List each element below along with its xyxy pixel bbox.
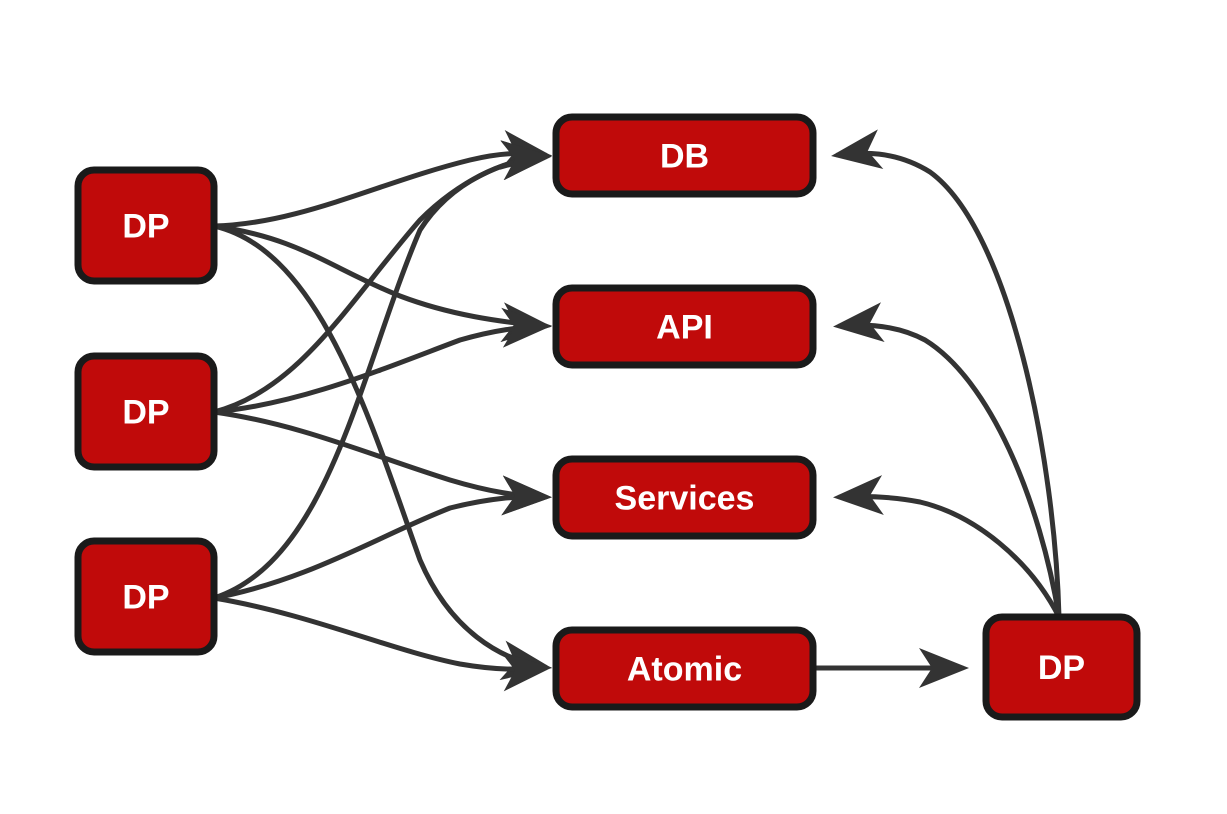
node-box[interactable] bbox=[552, 284, 817, 369]
node-label: Services bbox=[615, 480, 755, 518]
edge-dp-left-2-to-api bbox=[211, 307, 552, 415]
node-label: DP bbox=[122, 208, 169, 246]
node-label: DB bbox=[660, 138, 709, 176]
edge-dp-left-3-to-db bbox=[211, 140, 552, 601]
node-dp-left-1[interactable]: DP bbox=[74, 166, 218, 285]
edge-dp-left-2-to-services bbox=[211, 409, 552, 516]
node-api[interactable]: API bbox=[552, 284, 817, 369]
edge-dp-right-to-api bbox=[833, 302, 1062, 620]
edges-layer bbox=[211, 129, 1062, 692]
node-dp-right[interactable]: DP bbox=[982, 613, 1141, 721]
edge-dp-left-3-to-atomic bbox=[211, 595, 552, 692]
edge-dp-left-1-to-db bbox=[211, 130, 552, 229]
edge-dp-left-1-to-atomic bbox=[211, 223, 552, 681]
edge-dp-left-3-to-services bbox=[211, 475, 552, 601]
node-box[interactable] bbox=[74, 537, 218, 656]
node-box[interactable] bbox=[552, 113, 817, 198]
node-box[interactable] bbox=[552, 455, 817, 540]
edge-dp-right-to-services bbox=[833, 475, 1062, 620]
node-label: DP bbox=[1038, 649, 1085, 687]
node-box[interactable] bbox=[552, 626, 817, 711]
edge-dp-left-2-to-db bbox=[211, 140, 552, 415]
node-label: API bbox=[656, 309, 713, 347]
node-box[interactable] bbox=[74, 166, 218, 285]
node-label: DP bbox=[122, 394, 169, 432]
node-box[interactable] bbox=[982, 613, 1141, 721]
node-dp-left-2[interactable]: DP bbox=[74, 352, 218, 471]
node-atomic[interactable]: Atomic bbox=[552, 626, 817, 711]
node-box[interactable] bbox=[74, 352, 218, 471]
node-services[interactable]: Services bbox=[552, 455, 817, 540]
edge-dp-right-to-db bbox=[831, 129, 1062, 620]
edge-dp-left-1-to-api bbox=[211, 223, 552, 343]
node-db[interactable]: DB bbox=[552, 113, 817, 198]
node-dp-left-3[interactable]: DP bbox=[74, 537, 218, 656]
node-label: DP bbox=[122, 579, 169, 617]
node-label: Atomic bbox=[627, 651, 742, 689]
